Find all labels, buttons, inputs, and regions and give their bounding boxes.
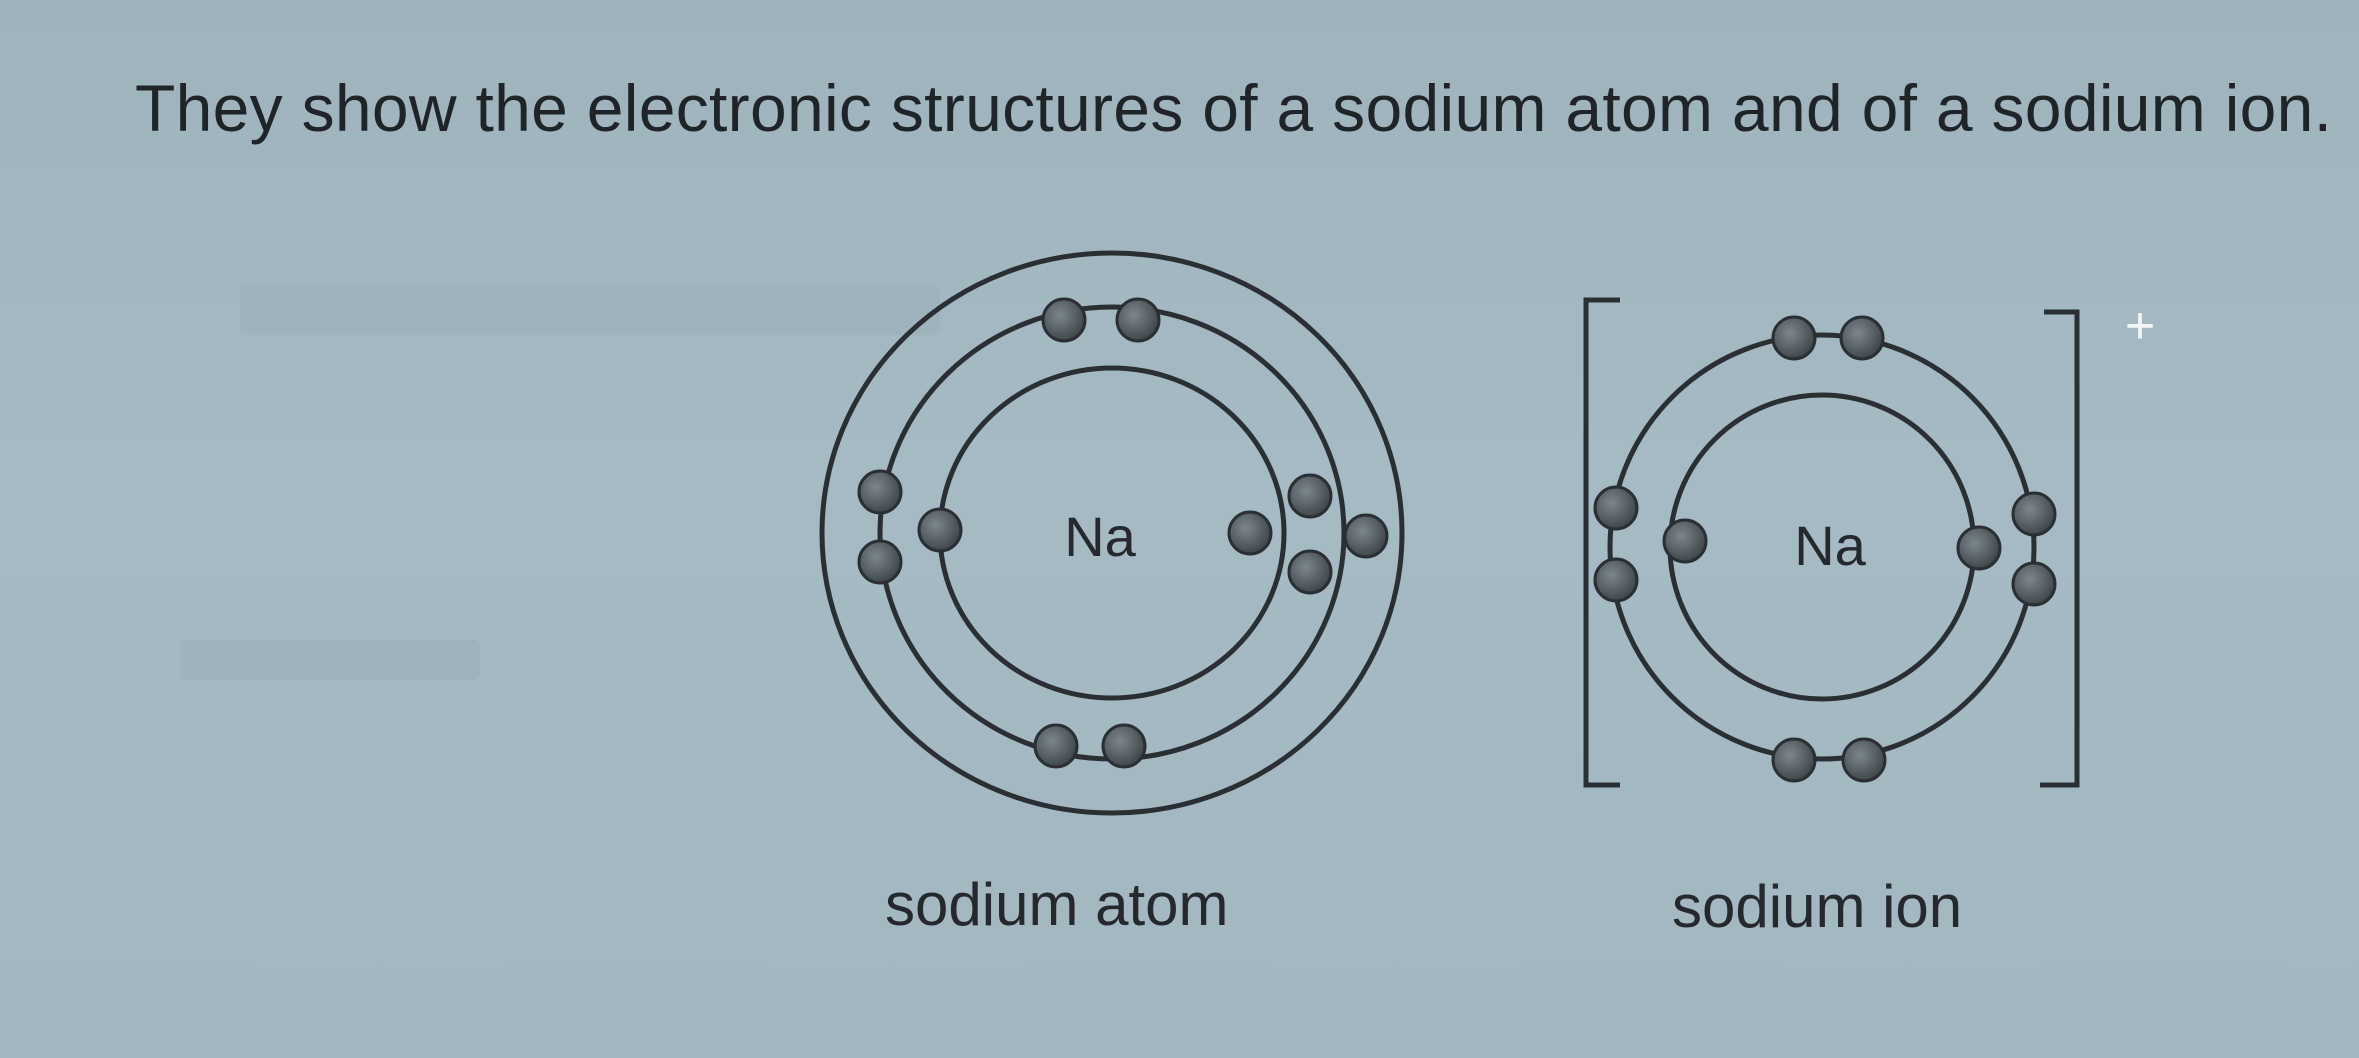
atom-electrons <box>857 297 1389 769</box>
electron <box>1956 525 2002 571</box>
electron <box>1101 723 1147 769</box>
atom-symbol: Na <box>1064 505 1136 568</box>
electron <box>857 469 903 515</box>
ion-caption: sodium ion <box>1672 873 1963 940</box>
atom-shell-3 <box>819 250 1405 816</box>
ion-electrons <box>1593 315 2057 783</box>
ion-shell-2 <box>1607 332 2037 762</box>
electron <box>1771 315 1817 361</box>
left-bracket <box>1583 297 1620 788</box>
atom-caption: sodium atom <box>885 871 1229 938</box>
ion-charge: + <box>2125 297 2155 355</box>
electron <box>1287 473 1333 519</box>
ion-symbol: Na <box>1794 514 1866 577</box>
electron <box>1593 485 1639 531</box>
electron <box>2011 561 2057 607</box>
right-bracket <box>2040 309 2080 788</box>
electron <box>1041 297 1087 343</box>
electron <box>1593 557 1639 603</box>
electron <box>2011 491 2057 537</box>
electron <box>1841 737 1887 783</box>
electron <box>1662 518 1708 564</box>
electron <box>1771 737 1817 783</box>
electron <box>1227 510 1273 556</box>
electron <box>1115 297 1161 343</box>
electron <box>917 507 963 553</box>
electron <box>1033 723 1079 769</box>
electron <box>857 539 903 585</box>
intro-text: They show the electronic structures of a… <box>135 71 2333 145</box>
electron <box>1287 549 1333 595</box>
electron <box>1839 315 1885 361</box>
electron <box>1343 513 1389 559</box>
